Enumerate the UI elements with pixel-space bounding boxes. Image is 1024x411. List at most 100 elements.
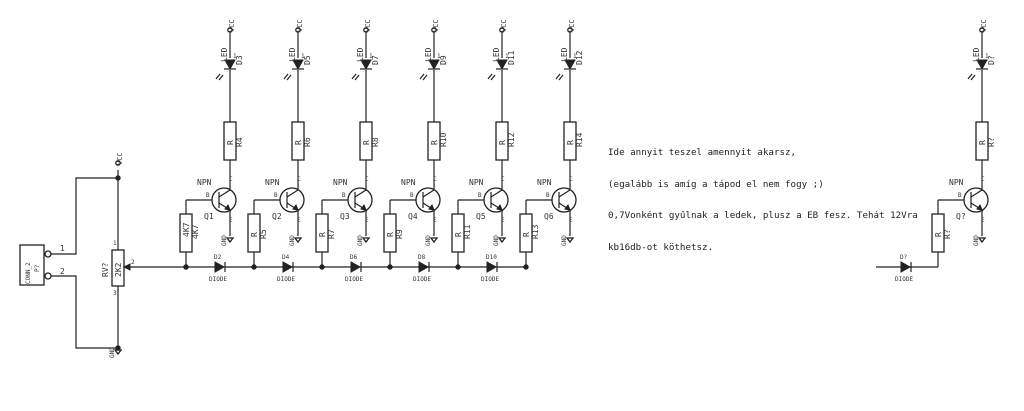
led-triangle — [496, 59, 508, 71]
resistor-value: R — [362, 140, 371, 145]
resistor-ref: R8 — [371, 137, 380, 147]
vcc-label: VCC — [296, 19, 304, 32]
transistor-ref: Q6 — [544, 212, 554, 221]
wire-vcc — [51, 177, 118, 255]
diode-triangle — [350, 261, 362, 273]
pin-number: 1 — [301, 53, 305, 60]
transistor-body — [551, 187, 577, 213]
led-ref: D7 — [371, 55, 380, 65]
diode-triangle — [900, 261, 912, 273]
led-emission — [490, 74, 496, 81]
ground-mark — [293, 237, 303, 244]
pin-e: E — [569, 217, 573, 224]
ground-symbol: GND — [425, 235, 439, 246]
resistor-value: R — [934, 232, 943, 237]
led-emission — [354, 74, 360, 81]
ground-label: GND — [973, 235, 980, 246]
transistor-ref: Q? — [956, 212, 966, 221]
vcc-terminal — [979, 27, 985, 33]
led-ref: D3 — [235, 55, 244, 65]
led-ref: D9 — [439, 55, 448, 65]
junction-dot — [319, 264, 325, 270]
ground-label: GND — [357, 235, 364, 246]
resistor-value: R — [294, 140, 303, 145]
ground-label: GND — [493, 235, 500, 246]
transistor-collector — [558, 189, 571, 198]
ground-symbol: GND — [493, 235, 507, 246]
connector-body — [19, 244, 45, 286]
ground-label: GND — [289, 235, 296, 246]
led-emission — [286, 74, 292, 81]
diode-triangle — [418, 261, 430, 273]
transistor-ref: Q1 — [204, 212, 214, 221]
resistor-value: R — [978, 140, 987, 145]
vcc-label: VCC — [116, 152, 124, 165]
pin-c: C — [501, 176, 505, 183]
ground-label: GND — [425, 235, 432, 246]
vcc-label: VCC — [364, 19, 372, 32]
led-emission — [283, 73, 289, 80]
diode-value: DIODE — [413, 276, 431, 283]
junction-dot — [455, 264, 461, 270]
pin-b: B — [342, 192, 346, 199]
note-line: kb16db-ot köthetsz. — [608, 241, 714, 253]
diode-value: DIODE — [277, 276, 295, 283]
led-triangle — [292, 59, 304, 71]
ground-mark — [565, 237, 575, 244]
diode-ref: D4 — [282, 254, 290, 261]
connector-value: CONN_2 — [25, 262, 32, 284]
diode-ref: D8 — [418, 254, 426, 261]
emitter-arrow — [360, 203, 367, 211]
emitter-arrow — [224, 203, 231, 211]
led-triangle — [360, 59, 372, 71]
ground-label: GND — [221, 235, 228, 246]
resistor-value: R — [250, 232, 259, 237]
pin-number: 1 — [437, 53, 441, 60]
connector-ref: P? — [34, 264, 41, 272]
vcc-symbol: VCC — [431, 19, 440, 33]
resistor-value: R — [226, 140, 235, 145]
led-value: LED — [356, 47, 365, 62]
emitter-arrow — [976, 203, 983, 211]
led-emission — [218, 74, 224, 81]
emitter-arrow — [564, 203, 571, 211]
resistor-ref: R7 — [327, 229, 336, 239]
ground-mark — [977, 237, 987, 244]
transistor-ref: Q3 — [340, 212, 350, 221]
connector-pin-label: 2 — [60, 267, 65, 276]
ground-mark — [361, 237, 371, 244]
diode-value: DIODE — [345, 276, 363, 283]
potentiometer-ref: RV? — [101, 262, 110, 277]
pin-c: C — [229, 176, 233, 183]
pin-number: 1 — [985, 53, 989, 60]
pin-c: C — [569, 176, 573, 183]
vcc-symbol: VCC — [227, 19, 236, 33]
transistor-collector — [490, 189, 503, 198]
vcc-symbol: VCC — [295, 19, 304, 33]
diode-triangle — [282, 261, 294, 273]
diode-D?: D?DIODE — [895, 254, 913, 283]
resistor-ref: R14 — [575, 132, 584, 147]
vcc-symbol: VCC — [363, 19, 372, 33]
pin-e: E — [365, 217, 369, 224]
pin-e: E — [433, 217, 437, 224]
transistor-value: NPN — [537, 178, 552, 187]
ground-symbol: GND — [561, 235, 575, 246]
ground-mark — [225, 237, 235, 244]
